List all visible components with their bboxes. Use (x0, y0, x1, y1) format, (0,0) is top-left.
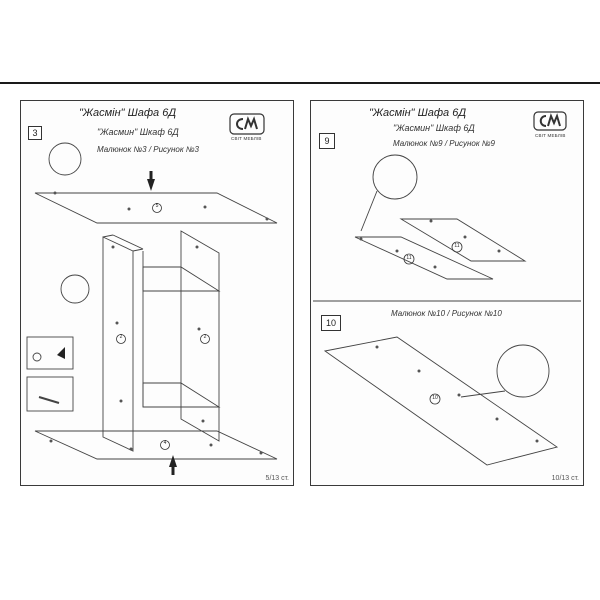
page-number: 5/13 ст. (265, 475, 289, 482)
brand-logo-caption: СВІТ МЕБЛІВ (231, 136, 262, 141)
assembly-illustration (313, 154, 581, 466)
step-number-box: 10 (321, 315, 341, 331)
part-label: 2 (203, 334, 207, 340)
part-label: 2 (119, 334, 123, 340)
instruction-page-left: 3 "Жасмін" Шафа 6Д "Жасмин" Шкаф 6Д Малю… (20, 100, 294, 486)
brand-logo-icon (533, 111, 567, 131)
step-number-box: 3 (28, 126, 42, 140)
step-number-box: 9 (319, 133, 335, 149)
part-label: 5 (155, 203, 159, 209)
figure-label-9: Малюнок №9 / Рисунок №9 (393, 139, 495, 148)
page-title: "Жасмін" Шафа 6Д (79, 107, 177, 119)
part-label: 10 (432, 395, 438, 401)
part-label: 4 (163, 440, 167, 446)
page-title: "Жасмін" Шафа 6Д (369, 107, 467, 119)
figure-label-10: Малюнок №10 / Рисунок №10 (391, 309, 502, 318)
figure-label: Малюнок №3 / Рисунок №3 (97, 145, 199, 154)
instruction-page-right: 9 "Жасмін" Шафа 6Д "Жасмин" Шкаф 6Д Малю… (310, 100, 584, 486)
page-number: 10/13 ст. (551, 475, 579, 482)
assembly-illustration (26, 142, 278, 475)
page-subtitle: "Жасмин" Шкаф 6Д (97, 127, 179, 137)
page-subtitle: "Жасмин" Шкаф 6Д (393, 123, 475, 133)
top-rule (0, 82, 600, 84)
part-label: 11 (406, 255, 412, 261)
part-label: 11 (454, 243, 460, 249)
brand-logo-caption: СВІТ МЕБЛІВ (535, 133, 566, 138)
brand-logo-icon (229, 113, 265, 135)
